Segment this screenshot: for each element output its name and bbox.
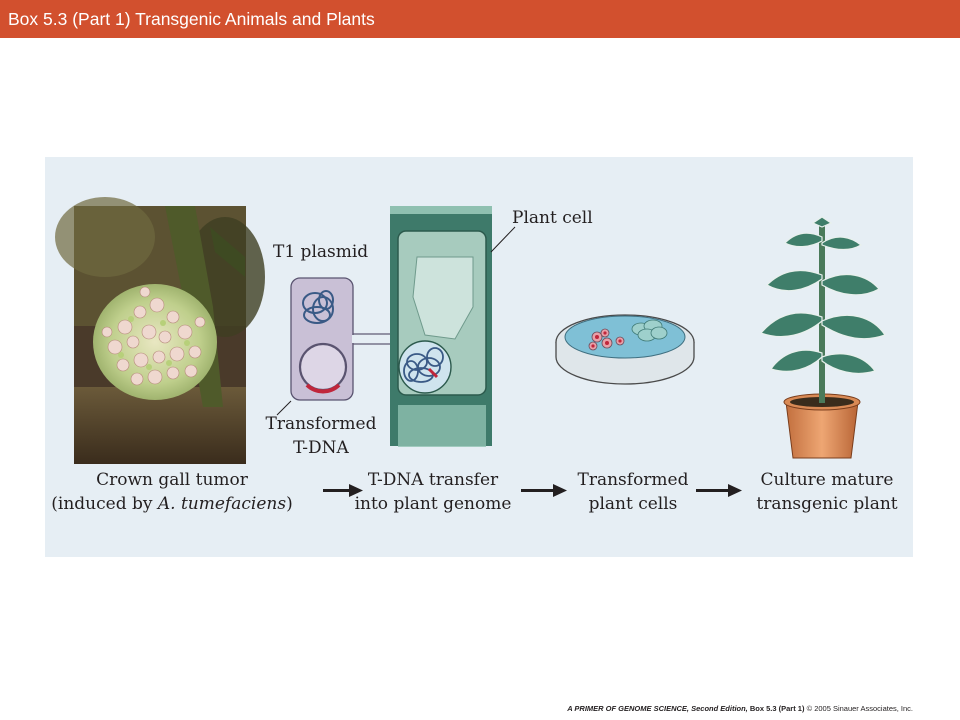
petri-dish-icon — [555, 314, 695, 385]
step-caption-crown-gall: Crown gall tumor (induced by A. tumefaci… — [47, 468, 297, 516]
step-caption-line2: into plant genome — [354, 494, 512, 514]
step-caption-line1: Transformed — [577, 470, 689, 490]
tumor-photo — [55, 197, 265, 464]
figure-artwork — [55, 197, 886, 497]
footer-copyright: © 2005 Sinauer Associates, Inc. — [806, 704, 913, 713]
transformed-tdna-line1: Transformed — [265, 414, 377, 434]
arrow-right-icon — [696, 484, 742, 497]
plasmid-label: T1 plasmid — [273, 242, 369, 262]
footer-box-ref: Box 5.3 (Part 1) — [749, 704, 805, 713]
plasmid-icon — [276, 277, 354, 416]
plant-cell-label: Plant cell — [512, 208, 593, 228]
plant-cell-icon — [390, 206, 516, 447]
arrow-right-icon — [323, 484, 363, 497]
step-caption-line2: (induced by A. tumefaciens) — [51, 494, 293, 514]
step-caption-line1: Crown gall tumor — [96, 470, 248, 490]
title-bar: Box 5.3 (Part 1) Transgenic Animals and … — [0, 0, 960, 38]
potted-plant-icon — [759, 216, 886, 459]
transformed-tdna-label: Transformed T-DNA — [261, 412, 381, 460]
step-caption-line2: transgenic plant — [756, 494, 898, 514]
arrow-right-icon — [521, 484, 567, 497]
step-caption-transgenic-plant: Culture mature transgenic plant — [744, 468, 910, 516]
plasmid-connector — [352, 333, 394, 345]
footer-book-title: A PRIMER OF GENOME SCIENCE, Second Editi… — [567, 704, 748, 713]
footer-credit: A PRIMER OF GENOME SCIENCE, Second Editi… — [498, 702, 913, 716]
page-title: Box 5.3 (Part 1) Transgenic Animals and … — [8, 9, 375, 29]
step-caption-transformed-cells: Transformed plant cells — [567, 468, 699, 516]
step-caption-tdna-transfer: T-DNA transfer into plant genome — [345, 468, 521, 516]
step-caption-line1: T-DNA transfer — [367, 470, 499, 490]
figure-panel: T1 plasmid Plant cell Transformed T-DNA … — [45, 157, 913, 557]
step-caption-line2: plant cells — [588, 494, 678, 514]
transformed-tdna-line2: T-DNA — [293, 438, 349, 458]
step-caption-line1: Culture mature — [760, 470, 894, 490]
